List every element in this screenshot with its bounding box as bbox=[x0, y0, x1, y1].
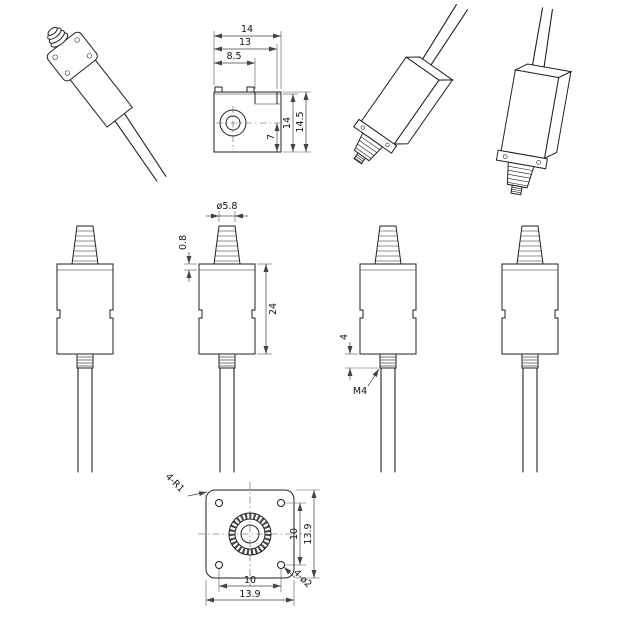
view-top: 14 13 8.5 14.5 14 7 bbox=[213, 24, 311, 153]
callout-corner-radius: 4-R1 bbox=[163, 471, 208, 497]
dim-label-height-total: 14.5 bbox=[295, 111, 306, 132]
dim-label-height-total: 13.9 bbox=[303, 523, 314, 544]
view-front-4 bbox=[501, 225, 559, 473]
dim-label-body-height: 24 bbox=[268, 303, 279, 315]
dim-bottom-hole-span-vertical: 10 bbox=[285, 502, 306, 566]
dim-label-hole-span-vertical: 10 bbox=[289, 528, 300, 540]
dim-label-width-total: 13.9 bbox=[239, 589, 260, 600]
dim-bottom-width-total: 13.9 bbox=[205, 580, 295, 606]
dim-label-flange-thickness: 0.8 bbox=[178, 235, 189, 250]
dim-top-width-total: 14 bbox=[214, 24, 281, 39]
dim-label-height-body: 14 bbox=[282, 117, 293, 129]
callout-hole-diameter: 4-ø2 bbox=[283, 566, 314, 590]
dim-top-height-total: 14.5 bbox=[295, 92, 309, 152]
dim-label-width-inner: 8.5 bbox=[226, 51, 241, 62]
dim-label-center-to-edge: 7 bbox=[266, 134, 277, 140]
view-iso-top-left bbox=[46, 26, 167, 182]
dim-front-body-height: 24 bbox=[257, 263, 279, 355]
callout-thread: M4 bbox=[353, 368, 380, 397]
dim-label-width-flange: 13 bbox=[239, 37, 251, 48]
dim-top-center-to-edge: 7 bbox=[266, 123, 280, 152]
dim-label-thread: M4 bbox=[353, 386, 367, 397]
dim-label-hole-diameter: 4-ø2 bbox=[291, 567, 314, 590]
dim-top-width-inner: 8.5 bbox=[214, 51, 255, 66]
view-iso-right bbox=[495, 7, 573, 196]
view-front-3 bbox=[359, 225, 417, 473]
dim-label-hole-span-horizontal: 10 bbox=[244, 575, 256, 586]
view-front-1 bbox=[56, 225, 114, 473]
dim-label-width-total: 14 bbox=[241, 24, 253, 35]
dim-front-cap-diameter: ø5.8 bbox=[206, 201, 248, 222]
dim-bottom-hole-span-horizontal: 10 bbox=[218, 569, 282, 592]
view-bottom: 4-R1 10 13.9 10 13.9 bbox=[163, 471, 320, 606]
dim-bottom-height-total: 13.9 bbox=[296, 489, 320, 579]
view-front-2 bbox=[198, 225, 256, 473]
dim-front-flange-thickness: 0.8 bbox=[178, 235, 197, 282]
dim-top-height-body: 14 bbox=[282, 94, 296, 152]
view-iso-top-right bbox=[353, 3, 468, 165]
dim-label-stub-height: 4 bbox=[339, 334, 350, 340]
dim-top-width-flange: 13 bbox=[214, 37, 277, 52]
dim-label-corner-radius: 4-R1 bbox=[163, 471, 186, 494]
dim-label-cap-diameter: ø5.8 bbox=[217, 201, 238, 212]
dim-front-stub-height: 4 bbox=[339, 334, 378, 380]
